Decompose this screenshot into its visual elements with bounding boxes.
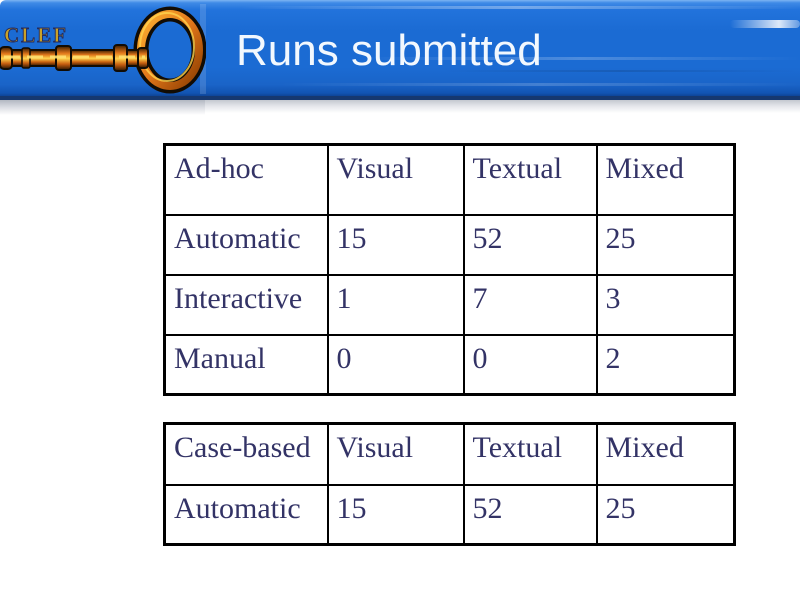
row-label-cell: Automatic xyxy=(163,483,329,546)
value-cell: 15 xyxy=(326,483,465,546)
value-cell: 25 xyxy=(595,483,736,546)
header-highlight-streak xyxy=(730,20,800,28)
header-cell: Textual xyxy=(462,143,598,216)
table-row: Interactive 1 7 3 xyxy=(163,273,736,336)
table-header-row: Ad-hoc Visual Textual Mixed xyxy=(163,143,736,216)
value-cell: 2 xyxy=(595,333,736,396)
header-cell: Case-based xyxy=(163,422,329,486)
table-row: Automatic 15 52 25 xyxy=(163,483,736,546)
value-cell: 1 xyxy=(326,273,465,336)
header-cell: Visual xyxy=(326,143,465,216)
header-gloss-streak xyxy=(240,6,800,9)
casebased-runs-table: Case-based Visual Textual Mixed Automati… xyxy=(163,422,736,546)
value-cell: 0 xyxy=(326,333,465,396)
table-row: Manual 0 0 2 xyxy=(163,333,736,396)
page-title: Runs submitted xyxy=(236,26,542,75)
value-cell: 3 xyxy=(595,273,736,336)
value-cell: 15 xyxy=(326,213,465,276)
clef-logo-text: CLEF xyxy=(4,23,68,47)
header-shadow-left xyxy=(0,100,205,115)
table-row: Automatic 15 52 25 xyxy=(163,213,736,276)
header-bar: CLEF Runs submitted xyxy=(0,0,800,100)
header-cell: Mixed xyxy=(595,143,736,216)
value-cell: 52 xyxy=(462,483,598,546)
header-cell: Textual xyxy=(462,422,598,486)
row-label-cell: Interactive xyxy=(163,273,329,336)
table-header-row: Case-based Visual Textual Mixed xyxy=(163,422,736,486)
clef-key-logo-icon: CLEF xyxy=(0,6,206,94)
row-label-cell: Automatic xyxy=(163,213,329,276)
header-cell: Mixed xyxy=(595,422,736,486)
value-cell: 52 xyxy=(462,213,598,276)
header-cell: Visual xyxy=(326,422,465,486)
row-label-cell: Manual xyxy=(163,333,329,396)
value-cell: 7 xyxy=(462,273,598,336)
header-gloss-streak xyxy=(280,83,800,86)
value-cell: 25 xyxy=(595,213,736,276)
value-cell: 0 xyxy=(462,333,598,396)
header-cell: Ad-hoc xyxy=(163,143,329,216)
adhoc-runs-table: Ad-hoc Visual Textual Mixed Automatic 15… xyxy=(163,143,736,396)
